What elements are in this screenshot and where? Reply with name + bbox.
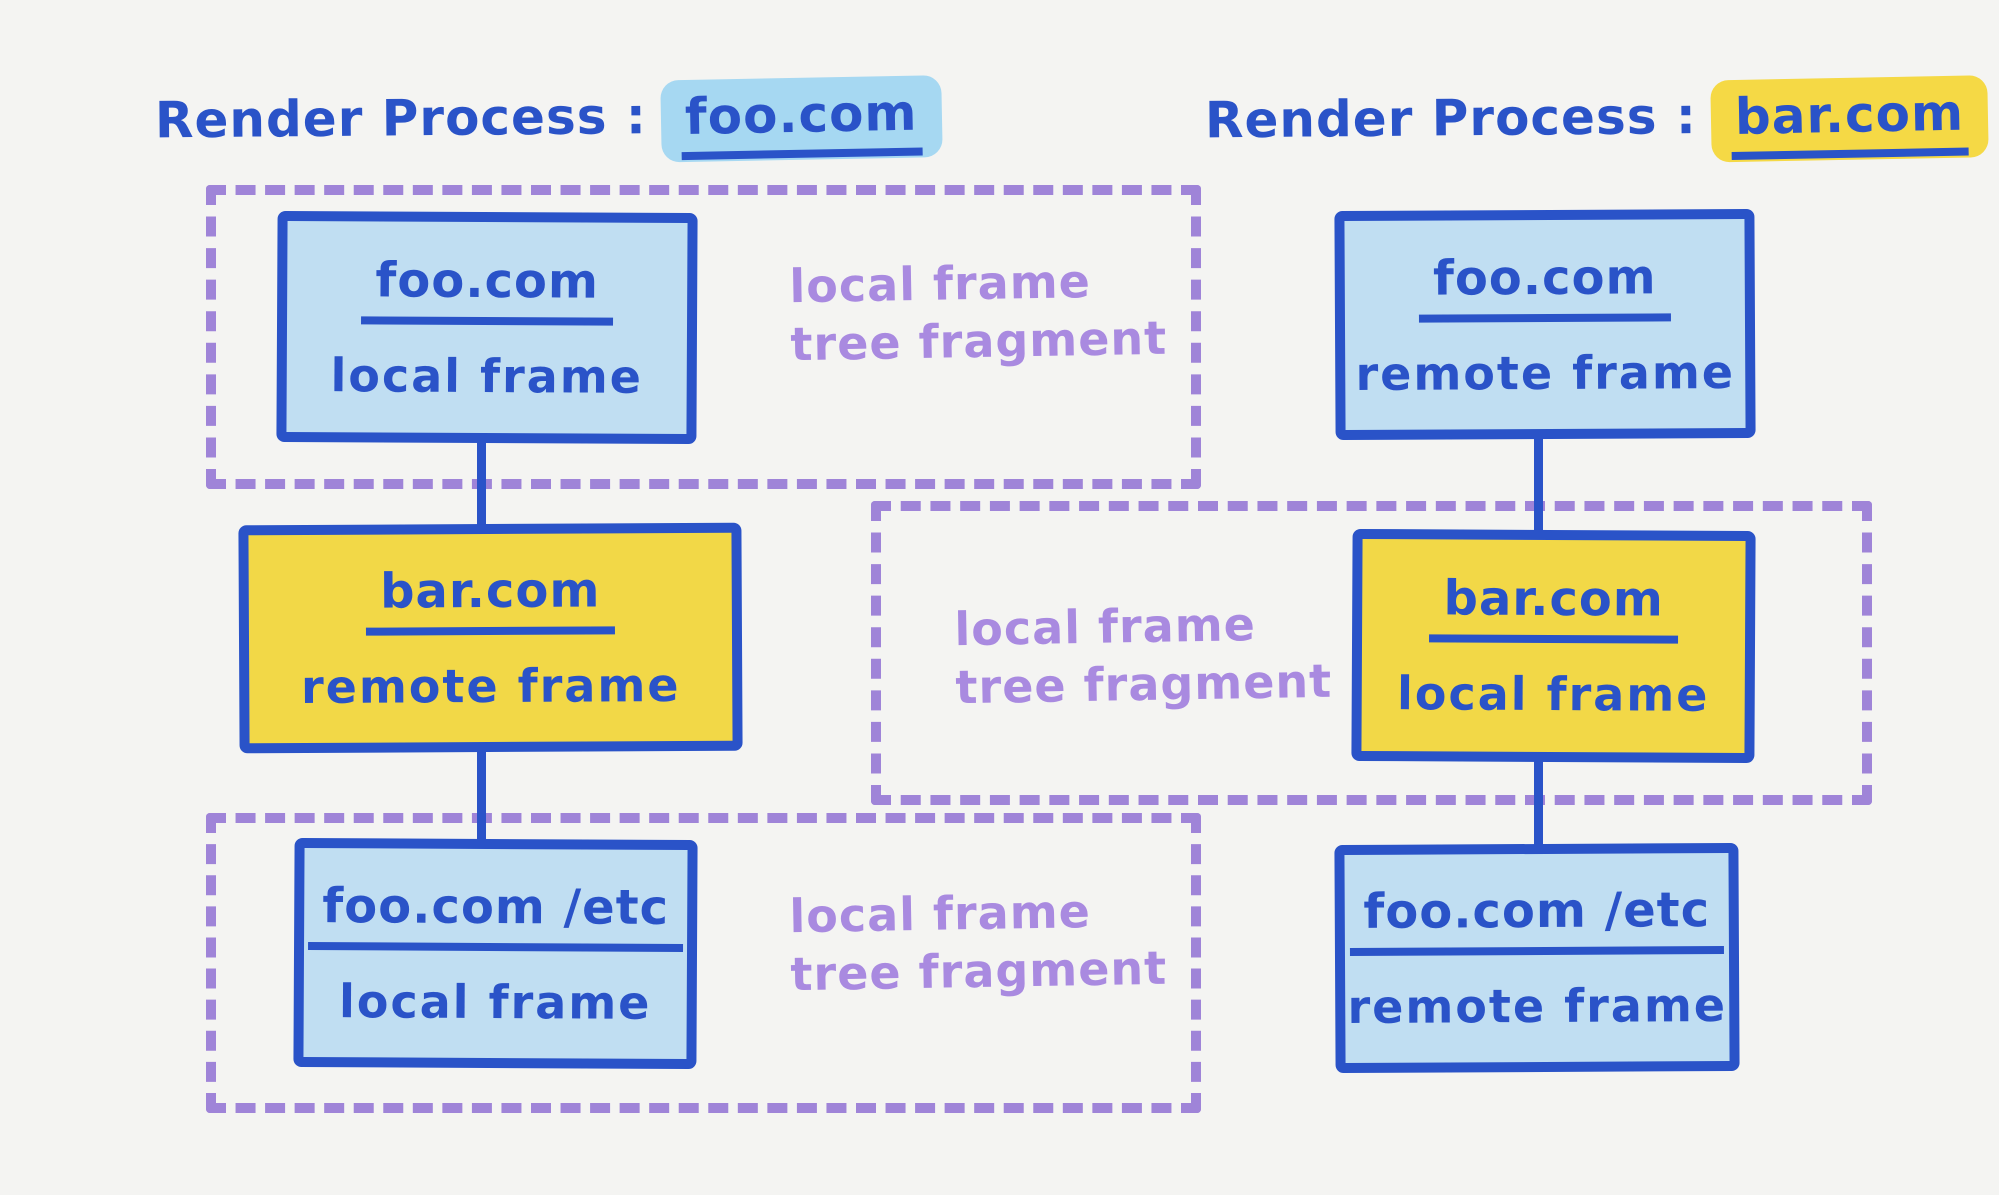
fragment-label: local frame tree fragment — [789, 884, 1168, 1001]
title-domain-foo: foo.com — [680, 83, 923, 161]
domain-highlight-yellow: bar.com — [1710, 75, 1989, 163]
fragment-box-middle-right — [871, 501, 1872, 805]
fragment-label: local frame tree fragment — [789, 254, 1168, 371]
title-domain-bar: bar.com — [1730, 83, 1969, 161]
render-process-title-bar: Render Process : bar.com — [1204, 75, 1989, 166]
render-process-title-foo: Render Process : foo.com — [154, 75, 943, 166]
frame-node-foo-local: foo.com local frame — [276, 210, 698, 445]
frame-node-fooetc-local: foo.com /etc local frame — [293, 837, 698, 1070]
fragment-box-top-left — [206, 185, 1201, 489]
fragment-box-bottom-left — [206, 813, 1201, 1113]
frame-node-bar-remote: bar.com remote frame — [238, 522, 743, 754]
title-prefix: Render Process : — [1204, 87, 1698, 150]
frame-node-fooetc-remote: foo.com /etc remote frame — [1334, 842, 1740, 1074]
fragment-label: local frame tree fragment — [954, 597, 1333, 714]
frame-node-foo-remote: foo.com remote frame — [1334, 208, 1756, 441]
domain-highlight-blue: foo.com — [660, 75, 943, 163]
frame-node-bar-local: bar.com local frame — [1351, 528, 1756, 764]
title-prefix: Render Process : — [154, 87, 648, 150]
